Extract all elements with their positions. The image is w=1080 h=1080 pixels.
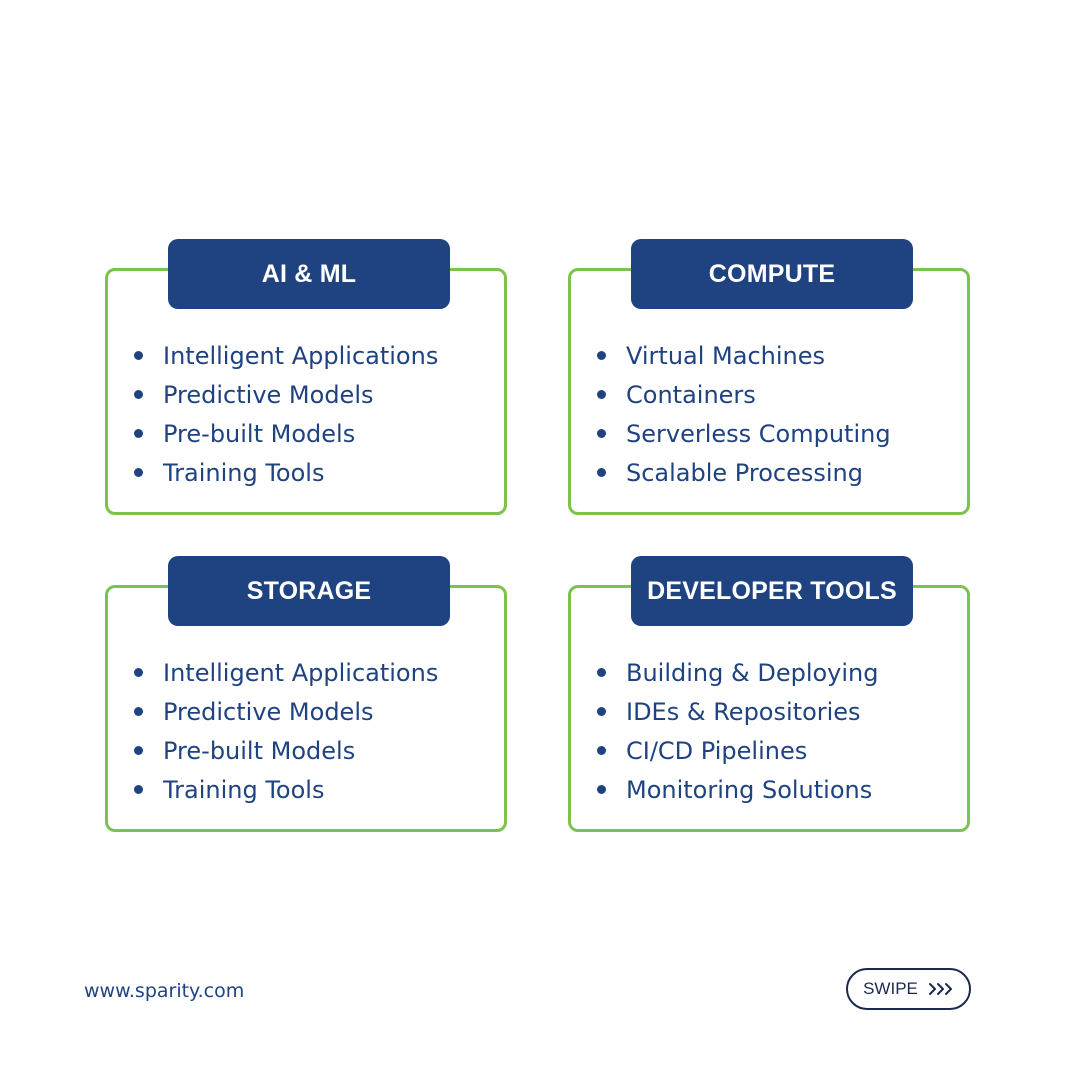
list-item-label: Intelligent Applications <box>163 658 439 687</box>
swipe-button[interactable]: SWIPE <box>846 968 971 1010</box>
list-item-label: Predictive Models <box>163 697 374 726</box>
bullet-icon <box>134 390 143 399</box>
card-ai-ml: AI & ML Intelligent Applications Predict… <box>105 239 507 515</box>
card-title-compute: COMPUTE <box>631 239 913 309</box>
card-title-storage: STORAGE <box>168 556 450 626</box>
bullet-icon <box>597 468 606 477</box>
bullet-icon <box>134 746 143 755</box>
list-item-label: Intelligent Applications <box>163 341 439 370</box>
list-item: Pre-built Models <box>134 731 438 770</box>
card-list-compute: Virtual Machines Containers Serverless C… <box>597 336 891 492</box>
list-item-label: Containers <box>626 380 756 409</box>
bullet-icon <box>597 785 606 794</box>
card-developer-tools: DEVELOPER TOOLS Building & Deploying IDE… <box>568 556 970 832</box>
bullet-icon <box>134 351 143 360</box>
bullet-icon <box>597 707 606 716</box>
card-title-ai-ml: AI & ML <box>168 239 450 309</box>
list-item-label: Scalable Processing <box>626 458 863 487</box>
list-item: Containers <box>597 375 891 414</box>
list-item-label: Training Tools <box>163 775 325 804</box>
list-item: Pre-built Models <box>134 414 438 453</box>
bullet-icon <box>134 707 143 716</box>
card-title-developer-tools: DEVELOPER TOOLS <box>631 556 913 626</box>
list-item: Predictive Models <box>134 375 438 414</box>
bullet-icon <box>597 390 606 399</box>
bullet-icon <box>134 785 143 794</box>
list-item-label: Virtual Machines <box>626 341 826 370</box>
bullet-icon <box>597 351 606 360</box>
list-item: Predictive Models <box>134 692 438 731</box>
list-item-label: IDEs & Repositories <box>626 697 861 726</box>
card-storage: STORAGE Intelligent Applications Predict… <box>105 556 507 832</box>
bullet-icon <box>597 668 606 677</box>
list-item-label: CI/CD Pipelines <box>626 736 808 765</box>
swipe-label: SWIPE <box>863 979 918 998</box>
list-item-label: Serverless Computing <box>626 419 891 448</box>
list-item: IDEs & Repositories <box>597 692 878 731</box>
list-item: Training Tools <box>134 770 438 809</box>
list-item: Serverless Computing <box>597 414 891 453</box>
list-item: CI/CD Pipelines <box>597 731 878 770</box>
bullet-icon <box>597 746 606 755</box>
triple-chevron-right-icon <box>928 982 954 996</box>
website-link[interactable]: www.sparity.com <box>84 980 245 1002</box>
list-item-label: Predictive Models <box>163 380 374 409</box>
list-item: Virtual Machines <box>597 336 891 375</box>
bullet-icon <box>134 429 143 438</box>
list-item: Intelligent Applications <box>134 336 438 375</box>
bullet-icon <box>134 668 143 677</box>
list-item-label: Building & Deploying <box>626 658 879 687</box>
list-item-label: Training Tools <box>163 458 325 487</box>
list-item: Training Tools <box>134 453 438 492</box>
list-item: Monitoring Solutions <box>597 770 878 809</box>
card-list-ai-ml: Intelligent Applications Predictive Mode… <box>134 336 438 492</box>
bullet-icon <box>597 429 606 438</box>
list-item-label: Pre-built Models <box>163 419 356 448</box>
list-item: Scalable Processing <box>597 453 891 492</box>
list-item: Building & Deploying <box>597 653 878 692</box>
card-compute: COMPUTE Virtual Machines Containers Serv… <box>568 239 970 515</box>
card-list-storage: Intelligent Applications Predictive Mode… <box>134 653 438 809</box>
bullet-icon <box>134 468 143 477</box>
list-item-label: Pre-built Models <box>163 736 356 765</box>
list-item: Intelligent Applications <box>134 653 438 692</box>
list-item-label: Monitoring Solutions <box>626 775 873 804</box>
card-list-developer-tools: Building & Deploying IDEs & Repositories… <box>597 653 878 809</box>
